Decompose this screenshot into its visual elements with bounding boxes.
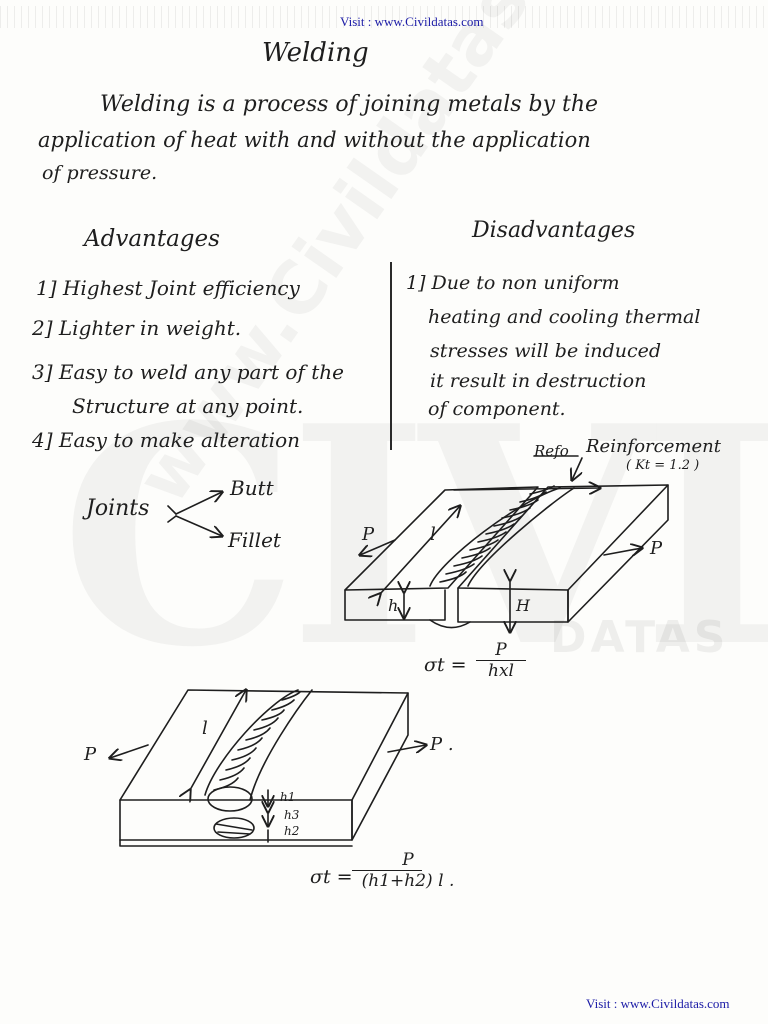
fillet-l-label: l [202,718,208,739]
butt-formula-numerator: P [495,640,507,660]
joints-butt-label: Butt [230,476,274,500]
scan-noise-strip [0,6,768,28]
fillet-joint-drawing [110,690,426,847]
page-title: Welding [262,38,369,68]
disadvantage-item-1-l3: stresses will be induced [430,340,661,362]
butt-formula-bar [476,660,526,661]
fillet-p-right: P . [430,734,454,755]
fillet-h3-label: h3 [284,808,300,822]
disadvantages-heading: Disadvantages [472,218,636,243]
butt-l-label: l [430,524,436,545]
advantage-item-3-cont: Structure at any point. [72,394,304,418]
butt-joint-drawing [344,455,669,632]
butt-formula-fraction: P hxl [476,640,526,681]
butt-h-label: h [388,596,399,615]
joints-arrows [167,492,222,536]
intro-line-2: application of heat with and without the… [38,128,591,152]
advantage-item-1: 1] Highest Joint efficiency [36,276,300,300]
fillet-h1-label: h1 [280,790,296,804]
joints-fillet-label: Fillet [228,528,281,552]
disadvantage-item-1-l5: of component. [428,398,566,420]
fillet-formula-numerator: P [402,850,414,870]
watermark-datas: DATAS [550,612,730,663]
advantages-heading: Advantages [84,226,220,252]
butt-formula-lhs: σt = [424,654,467,676]
advantage-item-2: 2] Lighter in weight. [32,316,242,340]
joints-label: Joints [86,496,150,521]
header-link[interactable]: Visit : www.Civildatas.com [340,14,484,29]
footer-link[interactable]: Visit : www.Civildatas.com [586,996,730,1011]
butt-p-left: P [362,524,375,545]
intro-line-1: Welding is a process of joining metals b… [100,92,599,117]
fillet-formula-denominator: (h1+h2) l . [361,871,455,891]
column-divider [390,262,392,450]
disadvantage-item-1: 1] Due to non uniform [406,272,620,294]
intro-line-3: of pressure. [42,162,158,184]
butt-formula-denominator: hxl [488,661,514,681]
disadvantage-item-1-l2: heating and cooling thermal [428,306,701,328]
disadvantage-item-1-l4: it result in destruction [430,370,647,392]
fillet-p-left: P [84,744,97,765]
kt-label: ( Kt = 1.2 ) [626,458,700,473]
butt-H-label: H [516,596,530,615]
reinforcement-label: Reinforcement [586,436,721,457]
butt-p-right: P [650,538,663,559]
advantage-item-4: 4] Easy to make alteration [32,428,300,452]
fillet-formula-bar [352,870,422,871]
fillet-formula-fraction: P (h1+h2) l . [348,850,468,891]
fillet-h2-label: h2 [284,824,300,838]
fillet-formula-lhs: σt = [310,866,353,888]
advantage-item-3: 3] Easy to weld any part of the [32,360,344,384]
reinforcement-struck-label: Refo [534,442,569,460]
